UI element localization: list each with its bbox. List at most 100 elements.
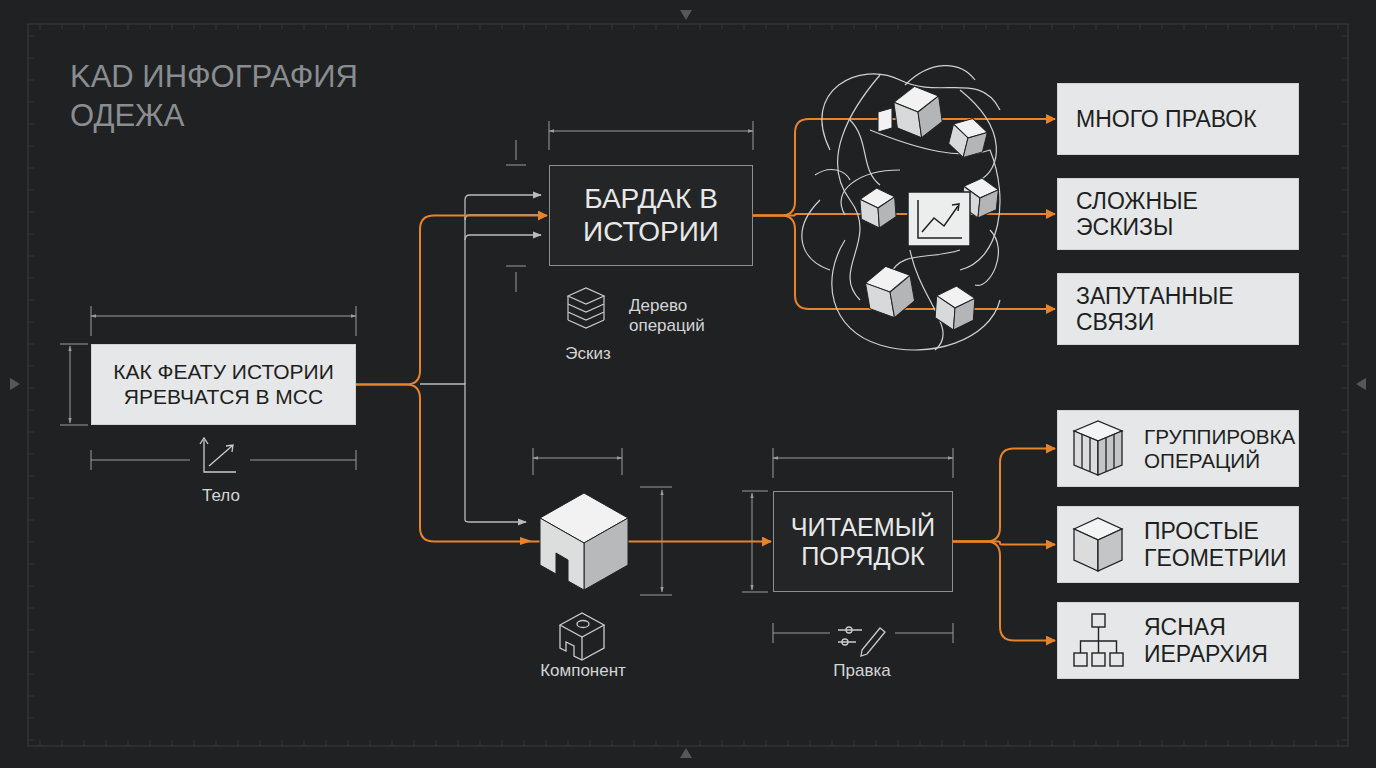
box-icon (1062, 413, 1134, 485)
tick (150, 740, 151, 746)
tick (678, 24, 679, 30)
tick (524, 24, 525, 30)
tick (964, 740, 965, 746)
tick (1342, 498, 1348, 499)
cube-right (953, 297, 974, 331)
tick (1342, 212, 1348, 213)
tick (28, 366, 34, 367)
tangle-tab (878, 108, 892, 132)
box-label: КАК ФЕАТУ ИСТОРИИ ЯРЕВЧАТСЯ В МСС (106, 360, 341, 408)
process-box: ЯСНАЯ ИЕРАРХИЯ (1057, 602, 1299, 679)
tick (348, 24, 349, 30)
feed-lines (420, 195, 541, 522)
tick (28, 278, 34, 279)
tick (40, 24, 41, 30)
tick (1052, 740, 1053, 746)
body-icon (200, 438, 236, 472)
tick (1342, 234, 1348, 235)
tick (106, 24, 107, 30)
annotation-label: Эскиз (548, 344, 628, 364)
tick (568, 740, 569, 746)
tick (612, 740, 613, 746)
process-box: БАРДАК В ИСТОРИИ (549, 165, 753, 266)
tangle-lines (802, 66, 1000, 350)
box-icon (1062, 509, 1134, 581)
tick (1228, 740, 1229, 746)
tangle-cube (859, 187, 897, 229)
cube-right (963, 128, 987, 161)
tick (304, 24, 305, 30)
tick (1096, 24, 1097, 30)
tick (1342, 410, 1348, 411)
tangle-cube (934, 285, 975, 332)
tick (28, 234, 34, 235)
tick (194, 24, 195, 30)
cube-right (877, 197, 896, 228)
border (10, 10, 1366, 758)
box-label: МНОГО ПРАВОК (1076, 106, 1257, 132)
component-cube (540, 493, 628, 590)
tick (28, 740, 34, 741)
tick (1316, 24, 1317, 30)
tick (1316, 740, 1317, 746)
cube-left (865, 279, 894, 321)
tick (920, 24, 921, 30)
tick (304, 740, 305, 746)
tick (28, 410, 34, 411)
tick (634, 24, 635, 30)
diagram-title: KAD ИНФОГРАФИЯ ОДЕЖА (70, 58, 370, 136)
tick (1096, 740, 1097, 746)
flow-arrow (356, 216, 547, 385)
tick (1294, 740, 1295, 746)
tick (788, 24, 789, 30)
tick (1342, 608, 1348, 609)
cube-left (860, 198, 879, 229)
tick (832, 740, 833, 746)
annotation-label: Правка (812, 661, 912, 681)
tick (128, 24, 129, 30)
tick (700, 740, 701, 746)
box-text-group: КАК ФЕАТУ ИСТОРИИ ЯРЕВЧАТСЯ В МСС (106, 360, 341, 408)
tick (1074, 24, 1075, 30)
tick (1206, 24, 1207, 30)
tick (810, 740, 811, 746)
tick (920, 740, 921, 746)
tick (1294, 24, 1295, 30)
tick (28, 212, 34, 213)
tick (1250, 24, 1251, 30)
tick (436, 24, 437, 30)
cube-right (978, 188, 998, 220)
tick (238, 24, 239, 30)
tick (28, 124, 34, 125)
tick (1342, 366, 1348, 367)
tick (700, 24, 701, 30)
tick (546, 24, 547, 30)
tick (216, 24, 217, 30)
tick (62, 740, 63, 746)
tick (1342, 630, 1348, 631)
flow-arrow (953, 542, 1055, 641)
tick (1342, 740, 1348, 741)
tick (986, 24, 987, 30)
tick (282, 24, 283, 30)
cube-left (894, 99, 922, 141)
component-icon (560, 613, 604, 660)
flow-arrow (753, 214, 1055, 216)
flow-arrow (953, 449, 1055, 542)
box-label: ЯСНАЯ ИЕРАРХИЯ (1144, 614, 1292, 667)
tangle-cubes (859, 83, 999, 331)
tick (590, 740, 591, 746)
tick (106, 740, 107, 746)
tick (1342, 542, 1348, 543)
tick (28, 476, 34, 477)
tick (1338, 24, 1339, 30)
tick (28, 190, 34, 191)
tick (28, 564, 34, 565)
tick (1030, 740, 1031, 746)
tick (326, 24, 327, 30)
tick (1342, 58, 1348, 59)
tick (28, 652, 34, 653)
tick (28, 630, 34, 631)
tick (1250, 740, 1251, 746)
box-text-group: ГРУППИРОВКА ОПЕРАЦИЙ (1144, 425, 1295, 473)
